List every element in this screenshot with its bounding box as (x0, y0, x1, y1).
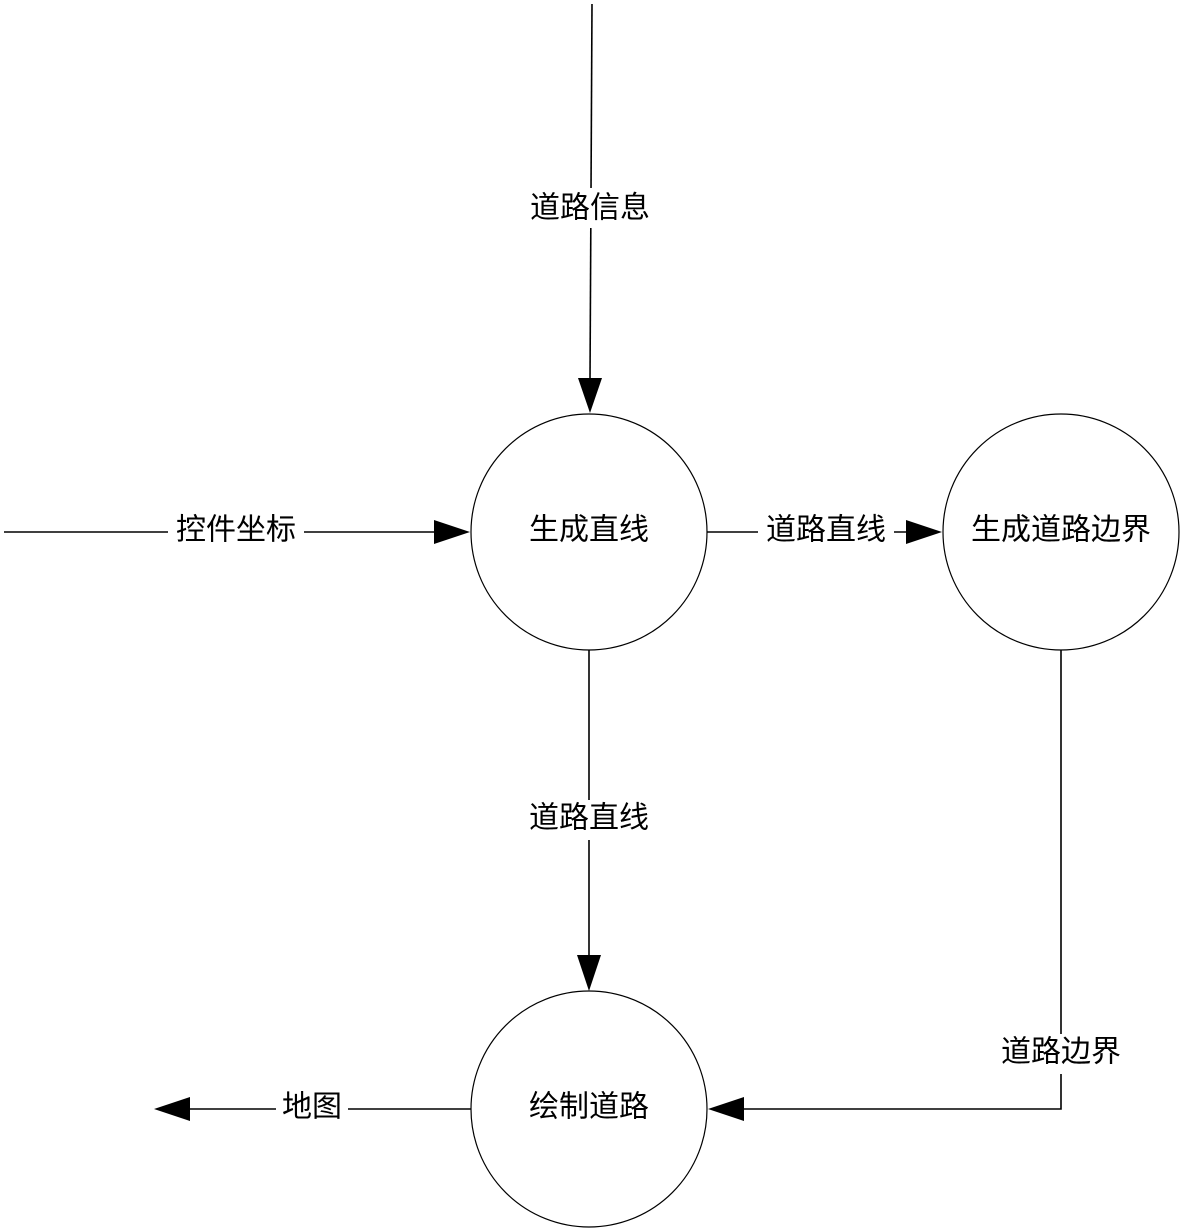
flow-road-boundary-arrowhead (708, 1097, 744, 1121)
flow-road-boundary-label-bg (993, 1034, 1129, 1074)
flow-road-info: 道路信息 (522, 3, 658, 413)
node-generate-boundary-circle (942, 413, 1180, 651)
flow-road-boundary: 道路边界 (708, 650, 1129, 1121)
flow-road-line-down-label: 道路直线 (529, 801, 649, 836)
flow-map-arrowhead (154, 1097, 190, 1121)
flow-map-label-bg (276, 1089, 348, 1129)
flow-road-info-arrowhead (578, 378, 602, 413)
flow-road-boundary-line (742, 650, 1062, 1110)
flow-map-label: 地图 (282, 1090, 342, 1125)
node-generate-boundary: 生成道路边界 (942, 413, 1180, 651)
flow-control-coords-label: 控件坐标 (176, 513, 296, 548)
node-draw-road-circle (470, 990, 708, 1228)
node-draw-road-label: 绘制道路 (529, 1090, 649, 1125)
flow-road-line-right-label: 道路直线 (766, 513, 886, 548)
flow-road-line-right-label-bg (758, 512, 894, 552)
node-generate-boundary-label: 生成道路边界 (971, 513, 1151, 548)
flow-road-line-down: 道路直线 (521, 650, 657, 991)
node-generate-line-label: 生成直线 (529, 513, 649, 548)
flow-road-line-right-arrowhead (906, 520, 942, 544)
flow-control-coords-label-bg (168, 512, 304, 552)
node-generate-line: 生成直线 (470, 413, 708, 651)
flow-road-line-down-arrowhead (577, 955, 601, 991)
flow-road-boundary-label: 道路边界 (1001, 1035, 1121, 1070)
node-draw-road: 绘制道路 (470, 990, 708, 1228)
flow-road-info-label-bg (522, 188, 658, 228)
flow-control-coords: 控件坐标 (4, 512, 470, 552)
flow-road-line-down-label-bg (521, 800, 657, 840)
flow-road-info-label: 道路信息 (530, 191, 650, 226)
flow-map: 地图 (154, 1089, 472, 1129)
node-generate-line-circle (470, 413, 708, 651)
flow-road-line-right: 道路直线 (707, 512, 942, 552)
flow-control-coords-arrowhead (434, 520, 470, 544)
